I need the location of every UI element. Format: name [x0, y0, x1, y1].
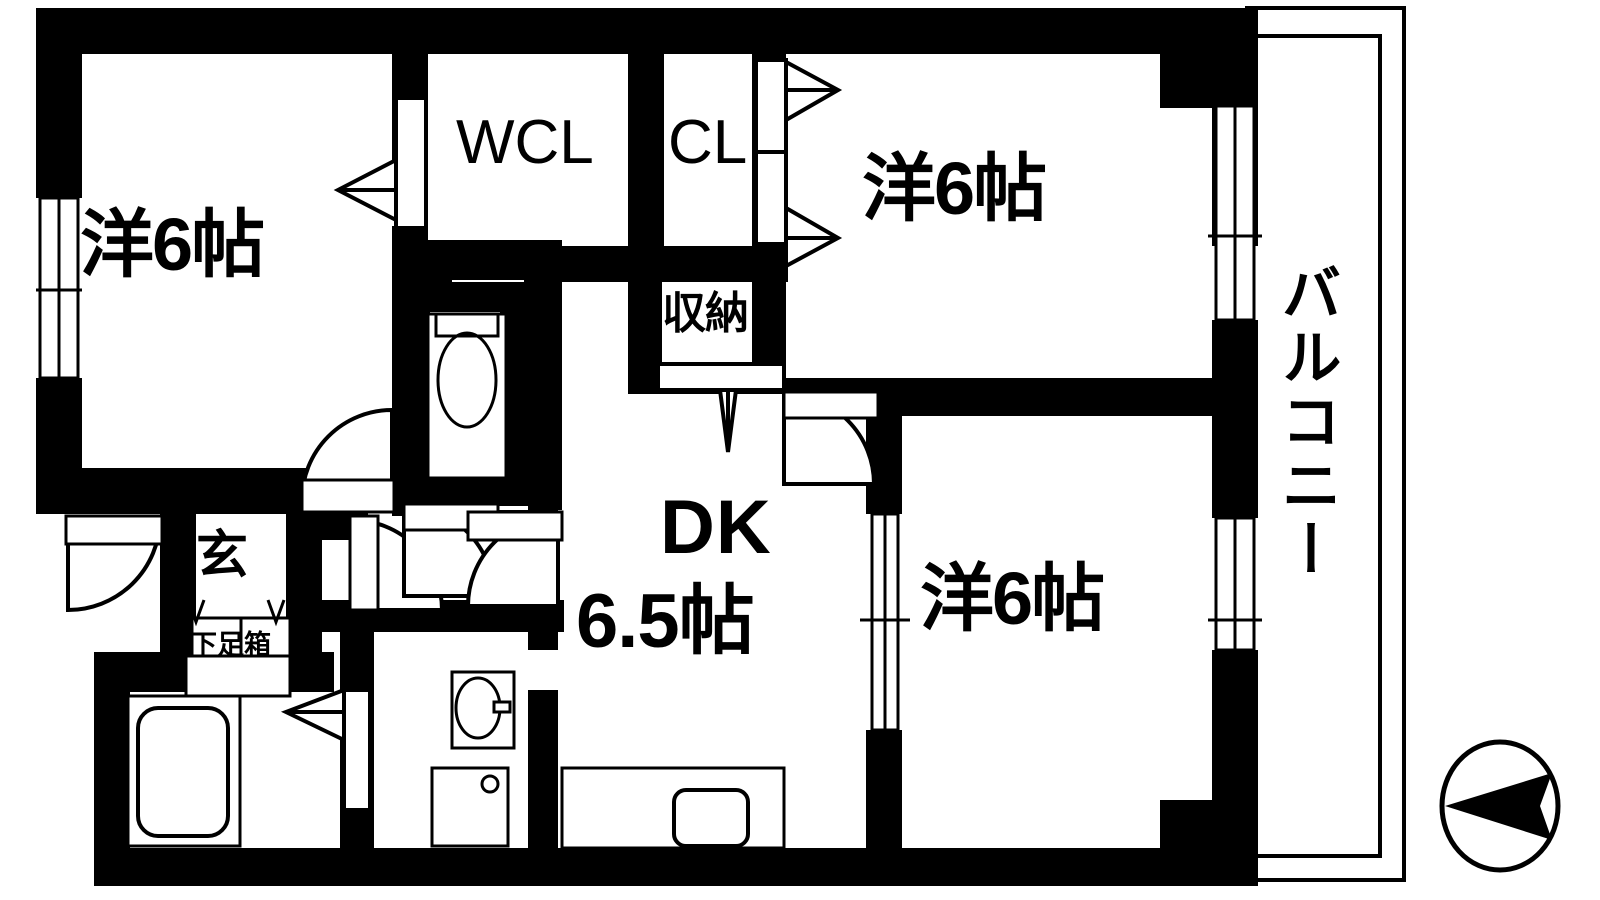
- room-label-dining-kitchen-size: 6.5帖: [576, 579, 755, 664]
- room-label-dining-kitchen: DK: [660, 485, 772, 570]
- washroom-fixtures: [430, 670, 516, 848]
- compass-rose-icon: [1439, 739, 1561, 873]
- balcony-outline: [1245, 6, 1406, 882]
- closet-label-wcl: WCL: [456, 108, 594, 177]
- entrance-details: [184, 599, 292, 698]
- room-label-western-nw: 洋6帖: [80, 203, 265, 286]
- storage-door-symbol: [656, 362, 786, 453]
- bathroom-fixtures: [126, 694, 242, 848]
- sliding-doors: [280, 58, 843, 812]
- closet-label-cl: CL: [668, 108, 748, 177]
- kitchen-counter: [560, 766, 786, 850]
- entrance-label: 玄: [196, 527, 249, 585]
- shoe-box-label: 下足箱: [190, 630, 271, 660]
- closet-label-storage: 収納: [662, 289, 749, 338]
- door-swings: [64, 390, 880, 613]
- room-label-western-se: 洋6帖: [920, 557, 1105, 640]
- balcony-label: バルコニー: [1273, 262, 1340, 582]
- windows: [36, 104, 1262, 732]
- toilet-fixture: [426, 312, 508, 480]
- room-label-western-ne: 洋6帖: [862, 147, 1047, 230]
